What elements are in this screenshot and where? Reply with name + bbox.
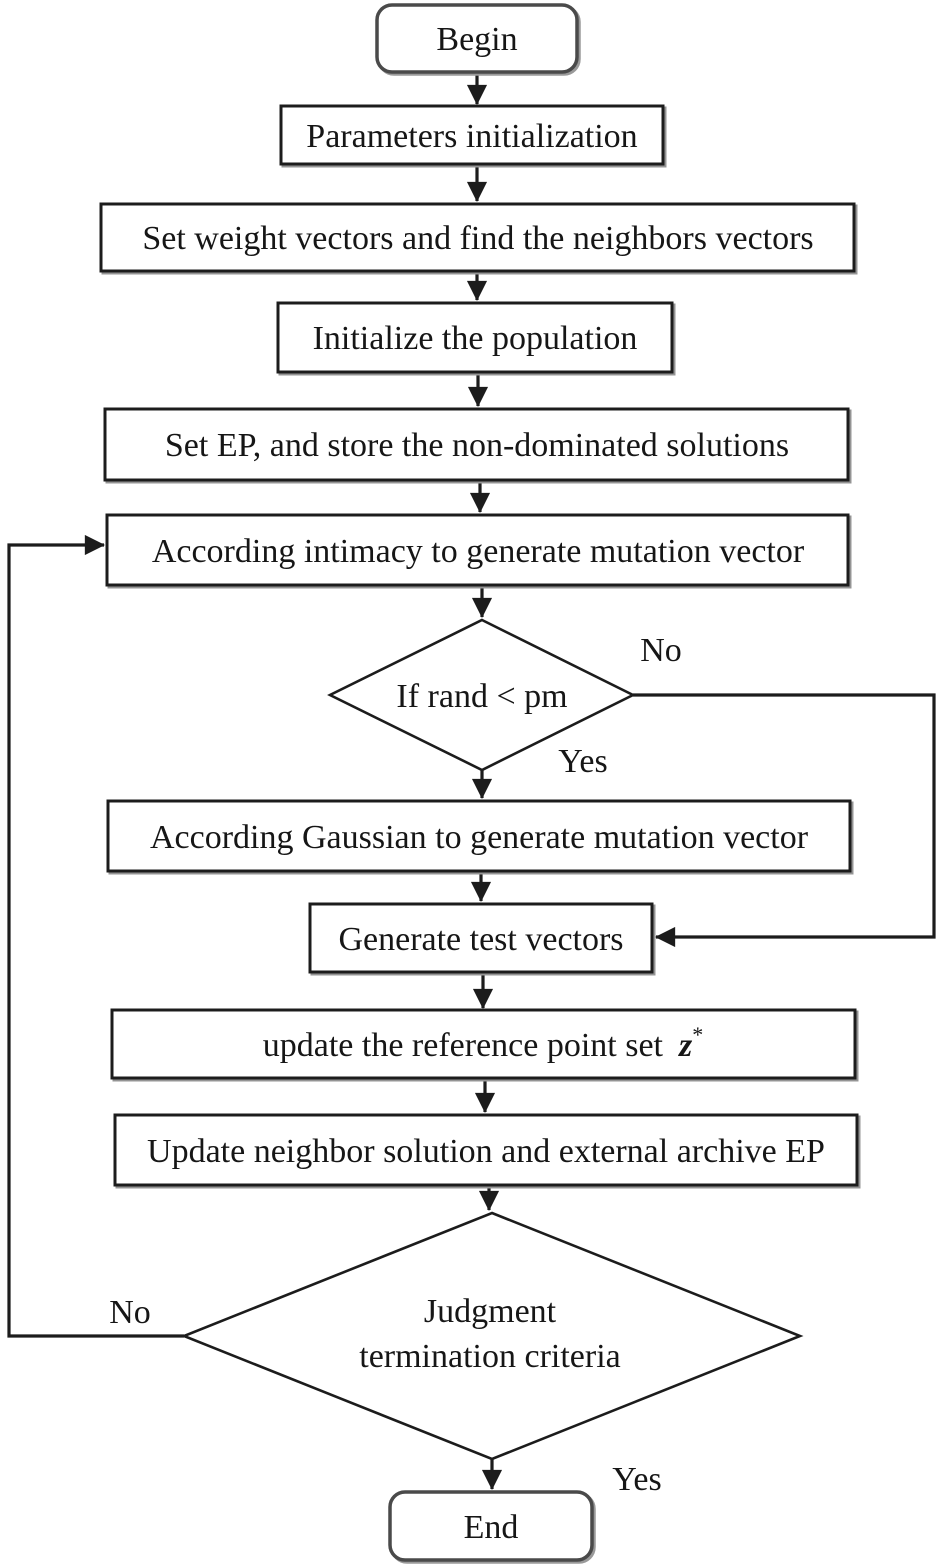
node-update-reference-point: [110, 1008, 857, 1080]
node-set-weight-vectors-label: Set weight vectors and find the neighbor…: [142, 220, 813, 257]
node-generate-test-vectors: [308, 902, 654, 974]
node-end-label: End: [464, 1509, 519, 1546]
node-set-ep: [103, 407, 850, 482]
node-parameters-initialization: [279, 104, 665, 166]
branch-label-rand-no: No: [640, 632, 682, 669]
node-termination-label-line1: Judgment: [424, 1293, 557, 1330]
node-gaussian-mutation-label: According Gaussian to generate mutation …: [150, 819, 809, 856]
node-parameters-initialization-label: Parameters initialization: [306, 118, 637, 155]
node-update-neighbor-label: Update neighbor solution and external ar…: [147, 1133, 825, 1170]
branch-label-termination-yes: Yes: [612, 1461, 661, 1498]
node-set-weight-vectors: [99, 202, 856, 273]
edge-termination-no-loop-to-intimacy: [7, 534, 184, 1338]
node-set-ep-label: Set EP, and store the non-dominated solu…: [165, 427, 789, 464]
node-generate-test-vectors-label: Generate test vectors: [338, 921, 623, 958]
node-intimacy-mutation-label: According intimacy to generate mutation …: [152, 533, 805, 570]
node-update-neighbor: [113, 1113, 859, 1187]
node-end: [388, 1490, 594, 1562]
branch-label-rand-yes: Yes: [558, 743, 607, 780]
ref-point-superscript: *: [692, 1022, 703, 1047]
node-termination-label-line2: termination criteria: [359, 1338, 621, 1375]
ref-point-variable: z: [678, 1027, 693, 1064]
node-rand-check-label: If rand < pm: [396, 678, 567, 715]
branch-label-termination-no: No: [109, 1294, 151, 1331]
node-initialize-population: [276, 301, 674, 374]
ref-point-text: update the reference point set: [263, 1027, 664, 1064]
node-rand-check-decision: [327, 618, 636, 772]
node-begin: [375, 3, 579, 74]
node-termination-decision: [180, 1211, 804, 1461]
node-update-reference-point-label: update the reference point set z*: [263, 1022, 703, 1064]
node-initialize-population-label: Initialize the population: [313, 320, 638, 357]
edge-randcheck-no-to-testvectors: [633, 693, 936, 948]
node-begin-label: Begin: [436, 21, 517, 58]
node-gaussian-mutation: [106, 799, 852, 873]
node-intimacy-mutation: [105, 513, 850, 587]
